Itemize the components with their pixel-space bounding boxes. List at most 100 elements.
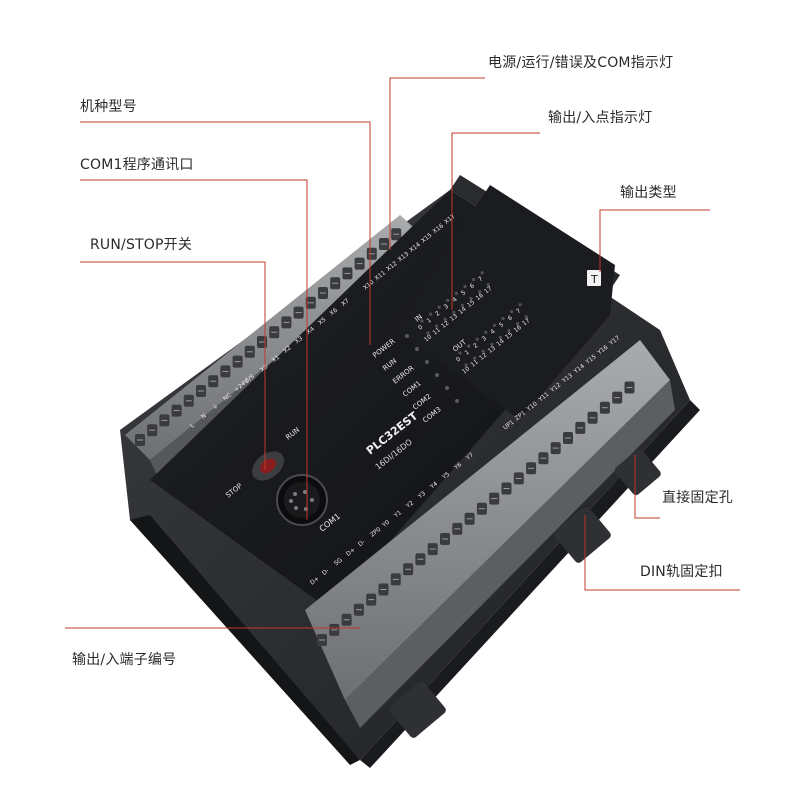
io-led <box>437 305 441 309</box>
io-led <box>426 331 430 335</box>
io-led <box>460 303 464 307</box>
terminal-label: N <box>200 412 208 420</box>
io-led <box>452 310 456 314</box>
io-led <box>518 303 522 307</box>
io-led <box>492 323 496 327</box>
top-terminal-screws <box>135 228 402 446</box>
terminal-label: ⏚ <box>211 402 220 411</box>
terminal-label: L <box>189 422 196 430</box>
upper-module <box>395 185 615 420</box>
io-led-digit: 16 <box>475 292 485 302</box>
io-led <box>467 344 471 348</box>
terminal-label: D+ <box>345 546 357 557</box>
terminal-label: Y5 <box>440 471 451 482</box>
status-led <box>445 386 449 390</box>
terminal-label: X5 <box>317 316 328 327</box>
io-led-digit: 14 <box>495 338 505 348</box>
io-led-digit: 0 <box>417 324 424 332</box>
terminal-label: Y7 <box>464 452 475 463</box>
io-led <box>490 342 494 346</box>
io-led <box>446 298 450 302</box>
status-led <box>425 360 429 364</box>
io-led <box>498 335 502 339</box>
din-clip-parts <box>388 449 661 738</box>
io-led-digit: 3 <box>443 303 450 311</box>
io-led-digit: 13 <box>487 345 497 355</box>
io-led-digit: 2 <box>434 310 441 318</box>
io-led-digit: 14 <box>457 306 467 316</box>
io-led <box>478 290 482 294</box>
io-led <box>443 317 447 321</box>
io-led <box>472 278 476 282</box>
terminal-label: D- <box>321 567 331 577</box>
io-led <box>429 312 433 316</box>
terminal-label: SG <box>333 556 344 567</box>
terminal-label: X1 <box>271 354 282 365</box>
callout-com1-port: COM1程序通讯口 <box>80 157 194 173</box>
com1-port[interactable] <box>276 474 328 526</box>
callout-din-clip: DIN轨固定扣 <box>640 564 723 580</box>
callout-output-type: 输出类型 <box>620 185 677 201</box>
terminal-label: X4 <box>305 325 316 336</box>
io-led-digit: 1 <box>426 317 433 325</box>
io-led-digit: 12 <box>440 319 450 329</box>
terminal-label: X6 <box>329 307 340 318</box>
status-led <box>435 373 439 377</box>
io-led <box>524 315 528 319</box>
io-led-digit: 6 <box>507 314 514 322</box>
terminal-label: NC <box>222 392 233 403</box>
io-led <box>501 316 505 321</box>
io-led-digit: 2 <box>472 342 479 350</box>
in-label: IN <box>413 313 424 324</box>
terminal-label: Y3 <box>416 490 427 501</box>
terminal-label: Y1 <box>392 509 403 520</box>
io-led-digit: 13 <box>449 313 459 323</box>
io-led <box>454 291 458 295</box>
io-led-digit: 16 <box>513 324 523 334</box>
terminal-label: X7 <box>340 297 351 308</box>
io-led-digit: 12 <box>478 351 488 361</box>
leader-lines <box>65 77 740 629</box>
output-type-badge <box>587 270 601 286</box>
terminal-label: X2 <box>282 344 293 355</box>
io-led <box>507 328 511 333</box>
terminal-label: X0 <box>259 363 270 374</box>
callout-run-stop-switch: RUN/STOP开关 <box>90 237 193 253</box>
io-led-digit: 6 <box>469 282 476 290</box>
callout-io-leds: 输出/入点指示灯 <box>548 110 653 126</box>
io-led <box>480 271 484 275</box>
terminal-label: Y6 <box>452 461 463 472</box>
io-led-digit: 10 <box>461 365 471 375</box>
io-led <box>475 337 479 341</box>
terminal-label: Y4 <box>428 480 439 491</box>
io-led-digit: 3 <box>481 335 488 343</box>
io-led-digit: 4 <box>489 328 496 336</box>
io-led <box>473 356 477 360</box>
status-led <box>455 399 459 403</box>
terminal-label: S/S <box>244 373 256 385</box>
io-led-digit: 7 <box>515 307 522 315</box>
io-led <box>484 330 488 334</box>
terminal-label: D- <box>357 538 367 548</box>
io-led-matrix: 0123456710111213141516170123456710111213… <box>417 271 532 376</box>
callout-mount-hole: 直接固定孔 <box>662 490 733 506</box>
io-led <box>458 351 462 355</box>
run-stop-switch[interactable] <box>246 445 289 486</box>
io-led <box>516 322 520 326</box>
io-led-digit: 7 <box>477 275 484 283</box>
io-led-digit: 17 <box>483 285 493 295</box>
status-led <box>415 347 419 351</box>
bottom-terminal-screws <box>317 381 635 646</box>
terminal-label: X3 <box>294 335 305 346</box>
io-led-digit: 15 <box>504 331 514 341</box>
io-led <box>469 296 473 301</box>
io-led <box>481 349 485 353</box>
io-led-digit: 11 <box>470 358 480 368</box>
callout-terminal-numbers: 输出/入端子编号 <box>72 652 177 668</box>
io-led <box>464 363 468 367</box>
io-led-digit: 5 <box>498 321 505 329</box>
io-led-digit: 10 <box>423 333 433 343</box>
output-type-mark: T <box>590 273 598 286</box>
terminal-label: D+ <box>309 575 321 586</box>
